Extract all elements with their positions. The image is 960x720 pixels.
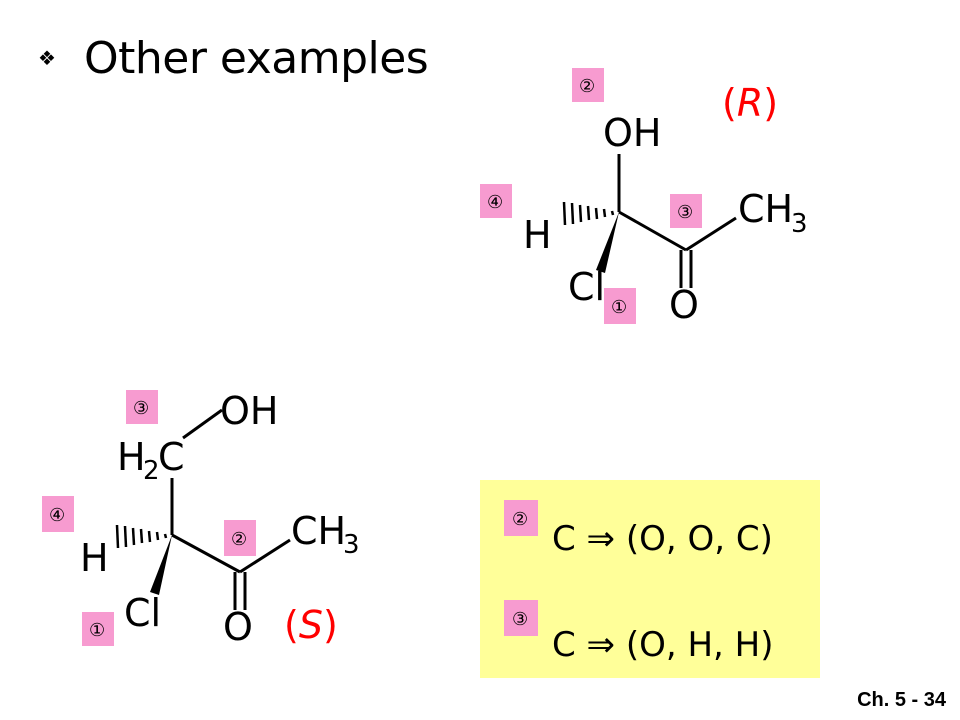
config-label-r: (R) xyxy=(722,81,778,125)
atom-sub3: 3 xyxy=(791,209,808,239)
svg-text:③: ③ xyxy=(133,398,149,419)
diamond-bullet-icon: ❖ xyxy=(38,46,56,70)
hash-bond-h xyxy=(115,524,168,549)
bond-carbonyl-ch3 xyxy=(685,216,737,252)
svg-text:①: ① xyxy=(611,297,627,318)
hash-bond-h xyxy=(562,201,615,226)
bond-c-carbonyl xyxy=(618,210,687,252)
priority-row-badge-1: ② xyxy=(504,500,538,536)
slide-title: Other examples xyxy=(84,32,429,84)
svg-text:①: ① xyxy=(89,620,105,641)
wedge-bond-cl xyxy=(596,212,619,273)
atom-h: H xyxy=(80,536,109,580)
page-number: Ch. 5 - 34 xyxy=(857,689,946,711)
priority-badge-h: ④ xyxy=(42,496,74,532)
atom-h2-h: H xyxy=(117,435,146,479)
priority-badge-cl: ① xyxy=(82,612,114,646)
atom-cl: Cl xyxy=(568,265,605,309)
priority-row-1: C ⇒ (O, O, C) xyxy=(552,519,773,559)
molecule-s: (S) OH H 2 C H CH 3 Cl O ③ xyxy=(42,389,360,649)
slide-title-row: ❖ Other examples xyxy=(38,28,429,88)
atom-ch: CH xyxy=(738,187,793,231)
svg-text:②: ② xyxy=(512,509,528,530)
priority-badge-cl: ① xyxy=(604,288,636,324)
molecule-r: (R) OH H CH 3 Cl O ② xyxy=(480,68,808,327)
atom-h: H xyxy=(523,213,552,257)
atom-o: O xyxy=(223,605,253,649)
priority-badge-carbonyl: ② xyxy=(224,520,256,556)
bond-ch2-oh xyxy=(182,408,223,440)
wedge-bond-cl xyxy=(150,535,172,595)
atom-sub3: 3 xyxy=(343,530,360,560)
atom-cl: Cl xyxy=(124,591,161,635)
priority-badge-oh: ② xyxy=(572,68,604,102)
svg-text:④: ④ xyxy=(487,192,503,213)
priority-badge-ch2oh: ③ xyxy=(126,390,158,424)
priority-badge-h: ④ xyxy=(480,184,512,218)
atom-c-h2c: C xyxy=(158,435,185,479)
atom-oh: OH xyxy=(603,111,661,155)
priority-rows: ② C ⇒ (O, O, C) ③ C ⇒ (O, H, H) xyxy=(504,500,774,665)
bond-carbonyl-ch3 xyxy=(239,538,291,574)
priority-row-badge-2: ③ xyxy=(504,600,538,636)
svg-text:②: ② xyxy=(579,76,595,97)
svg-text:③: ③ xyxy=(512,609,528,630)
svg-text:②: ② xyxy=(231,529,247,550)
atom-sub2: 2 xyxy=(143,456,160,486)
atom-oh: OH xyxy=(220,389,278,433)
atom-ch: CH xyxy=(291,509,346,553)
priority-row-2: C ⇒ (O, H, H) xyxy=(552,625,774,665)
svg-text:③: ③ xyxy=(677,202,693,223)
atom-o: O xyxy=(669,283,699,327)
priority-badge-ch3: ③ xyxy=(670,194,702,228)
bond-c-carbonyl xyxy=(171,533,241,574)
config-label-s: (S) xyxy=(284,603,338,647)
svg-text:④: ④ xyxy=(49,505,65,526)
